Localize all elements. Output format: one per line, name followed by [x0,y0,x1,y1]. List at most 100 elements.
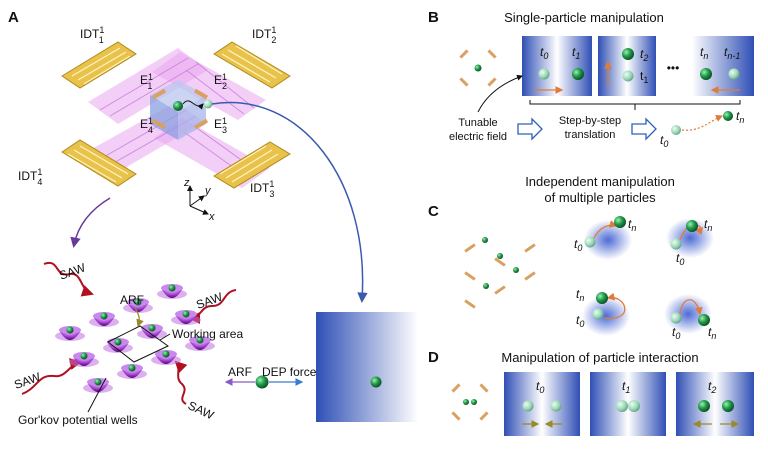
particle [513,267,519,273]
potential-well [137,324,167,339]
trapped-particle [196,336,204,344]
move-arrow [182,100,204,110]
panel-b-title: Single-particle manipulation [504,10,664,25]
path-end-particle [723,111,733,121]
array-electrode [464,299,476,309]
particle-start [584,236,596,248]
panel-d: D Manipulation of particle interaction t… [428,349,754,436]
working-chamber [150,95,178,140]
mini-electrode [479,383,489,393]
label-tn: tn [576,287,584,303]
label-tn: tn [628,217,636,233]
trapped-particle [162,350,170,358]
tunable-label: Tunable [458,117,497,129]
working-area-leader [159,333,171,341]
array-electrode [524,243,536,253]
particle-target [203,99,213,109]
potential-well [123,298,153,313]
particle [483,283,489,289]
array-electrode [464,243,476,253]
particle-cell: t0 tn [574,216,636,260]
potential-well [151,350,181,365]
field-arrow [477,74,523,113]
particle [173,101,183,111]
mini-electrode [459,77,469,87]
particle-d0a [522,400,534,412]
path-start-particle [671,125,681,135]
particle-d1b [628,400,640,412]
electrode-layout [451,383,489,421]
particle-end [596,292,608,304]
mini-electrode [459,49,469,59]
label-d-t1: t1 [622,379,630,395]
particle-end [614,216,626,228]
particle-t2 [622,48,634,60]
electrode-e3 [193,118,209,130]
electric-field-label: electric field [449,131,507,143]
particle-d2a [698,400,710,412]
particle-d2b [722,400,734,412]
electrode-e2 [193,88,209,100]
panel-d-letter: D [428,349,439,366]
label-d-t2: t2 [708,379,716,395]
frame-tn [692,36,754,96]
trapped-particle [94,378,102,386]
panel-a-letter: A [8,9,19,26]
arf-arrow [134,307,144,328]
frame-t0-t1 [522,36,592,96]
path-arrow [681,115,724,131]
panel-c-letter: C [428,203,439,220]
panel-c-title-1: Independent manipulation [525,174,675,189]
label-t0: t0 [672,325,680,341]
working-area-box [107,325,169,363]
axis-z: z [183,177,190,189]
potential-well [69,352,99,367]
idt-2 [213,41,291,89]
label-t0: t0 [574,237,582,253]
axis-x: x [208,211,215,223]
saw-label-4: SAW [186,398,217,422]
field-gradient-panel [316,312,418,422]
trapped-particle [148,324,156,332]
potential-well [157,284,187,299]
force-dep-label: DEP force [262,365,317,379]
panel-c: C Independent manipulation of multiple p… [428,174,716,341]
particle [474,64,482,72]
bracket [529,100,741,110]
frame-t2 [598,36,656,96]
array-electrode [494,257,506,267]
label-tn: tn [704,217,712,233]
label-t0: t0 [676,251,684,267]
mini-electrode [479,411,489,421]
frame-d-t0 [504,372,580,436]
working-area-label: Working area [172,327,243,341]
array-electrode [494,285,506,295]
potential-well [117,364,147,379]
trapped-particle [182,310,190,318]
trapped-particle [80,352,88,360]
panel-a: A [8,9,418,427]
frame-d-t1 [590,372,666,436]
particle-start [670,312,682,324]
particle [471,399,477,405]
ellipsis: ••• [667,61,680,75]
electrode-e4 [151,118,167,130]
saw-label-1: SAW [57,260,88,283]
trajectory [593,220,618,239]
zoom-arrow-wells [70,197,111,248]
idt-4 [61,139,137,187]
wells-leader [87,377,107,413]
frame-d-t2 [676,372,754,436]
force-arf-label: ARF [228,365,252,379]
panel-c-title-2: of multiple particles [544,190,656,205]
